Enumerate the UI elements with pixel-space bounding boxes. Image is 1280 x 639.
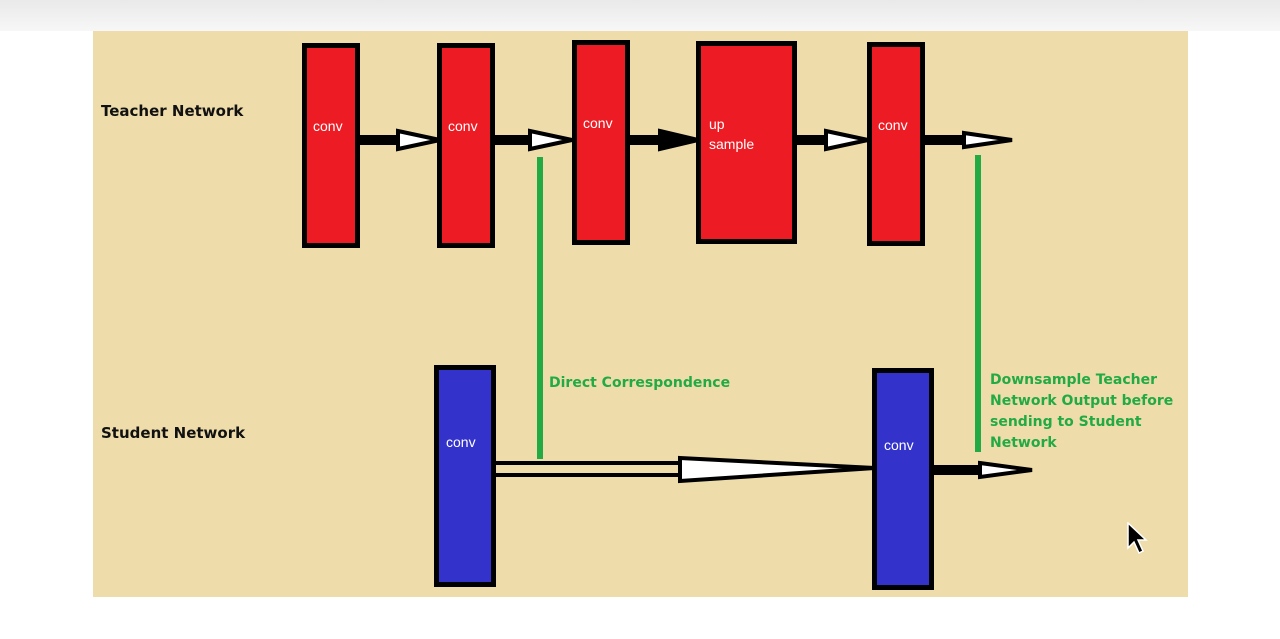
teacher-block-upsample-label: up sample	[709, 116, 755, 152]
student-block-conv-1: conv	[434, 365, 496, 587]
teacher-arrow-4	[795, 128, 869, 152]
teacher-block-conv-4: conv	[867, 42, 925, 246]
top-bar	[0, 0, 1280, 31]
teacher-block-conv-4-label: conv	[878, 117, 908, 133]
teacher-arrow-2	[493, 128, 573, 152]
teacher-output-arrow	[923, 130, 1013, 150]
student-network-label: Student Network	[101, 424, 246, 442]
student-output-arrow	[932, 460, 1033, 480]
teacher-block-upsample: up sample	[696, 41, 797, 244]
student-block-conv-1-label: conv	[446, 434, 476, 450]
teacher-block-conv-2: conv	[437, 43, 495, 248]
teacher-block-conv-1-label: conv	[313, 118, 343, 134]
teacher-block-conv-3-label: conv	[583, 115, 613, 131]
teacher-arrow-1	[358, 128, 441, 152]
teacher-block-conv-2-label: conv	[448, 118, 478, 134]
teacher-block-conv-3: conv	[572, 40, 630, 245]
direct-correspondence-note: Direct Correspondence	[549, 375, 731, 391]
student-block-conv-2-label: conv	[884, 437, 914, 453]
downsample-note: Downsample Teacher Network Output before…	[990, 372, 1174, 451]
teacher-arrow-3	[628, 128, 699, 152]
student-block-conv-2: conv	[872, 368, 934, 590]
teacher-block-conv-1: conv	[302, 43, 360, 248]
diagram-canvas	[93, 31, 1188, 597]
teacher-network-label: Teacher Network	[101, 102, 244, 120]
student-connection-arrow	[495, 455, 876, 484]
mouse-cursor-icon	[1127, 522, 1148, 555]
